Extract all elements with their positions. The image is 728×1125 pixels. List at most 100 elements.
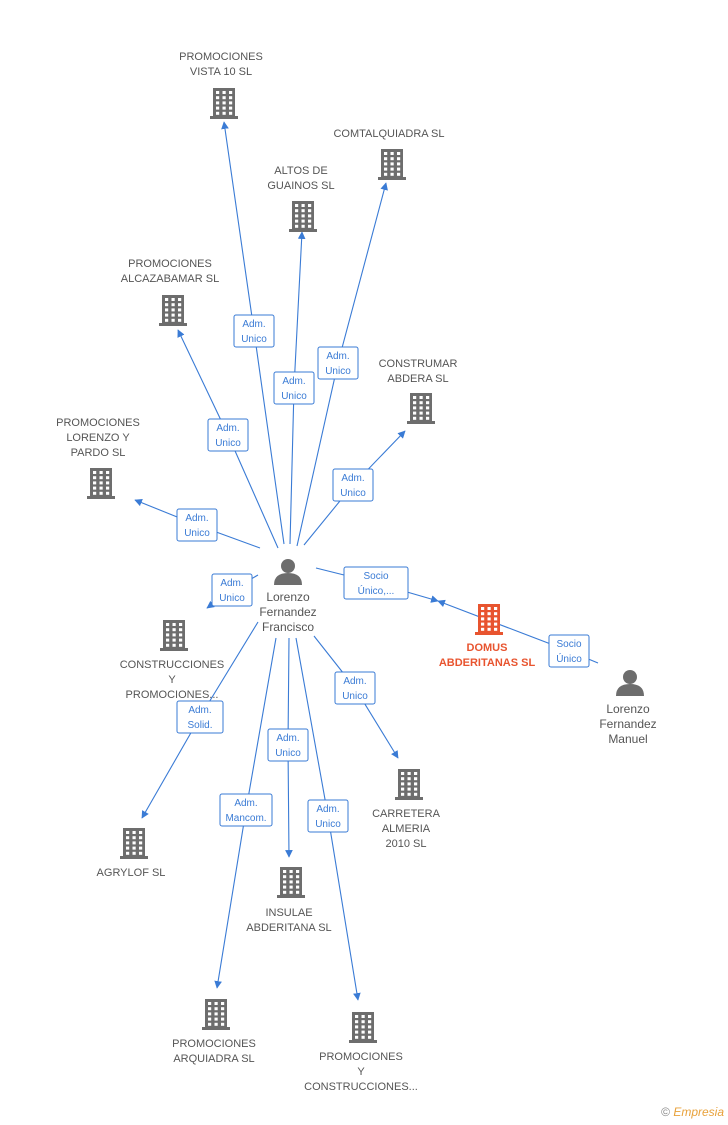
edge-label-lff-comtal[interactable]: Adm.Unico — [317, 346, 359, 380]
edge-label-box — [317, 346, 359, 380]
copyright-icon: © — [661, 1105, 670, 1119]
company-name: INSULAE — [265, 907, 312, 919]
edge-label-text: Unico — [315, 819, 341, 830]
person-icon — [274, 559, 302, 585]
edge-label-text: Unico — [215, 438, 241, 449]
building-icon — [475, 604, 503, 635]
company-name: ALTOS DE — [274, 165, 327, 177]
edge-label-text: Adm. — [220, 578, 243, 589]
edge-label-box — [273, 371, 315, 405]
edge-label-lff-altos[interactable]: Adm. Unico — [273, 371, 315, 405]
company-name: PROMOCIONES — [179, 51, 263, 63]
company-node-agrylof[interactable]: AGRYLOF SL — [97, 828, 166, 879]
edge-label-box — [176, 508, 218, 542]
edge-label-text: Adm. — [341, 473, 364, 484]
edge-label-text: Unico — [275, 748, 301, 759]
edge-label-text: Unico — [325, 366, 351, 377]
edge-label-box — [343, 566, 409, 600]
company-node-altos[interactable]: ALTOS DE GUAINOS SL — [267, 165, 335, 232]
edge-label-lff-insulae[interactable]: Adm. Unico — [267, 728, 309, 762]
building-icon — [159, 295, 187, 326]
company-name: PROMOCIONES — [56, 417, 140, 429]
company-name: COMTALQUIADRA SL — [333, 128, 444, 140]
edge-label-text: Unico — [184, 528, 210, 539]
edge-label-box — [307, 799, 349, 833]
company-name: ABDERA SL — [387, 373, 448, 385]
building-icon — [289, 201, 317, 232]
edge-label-lff-vista10[interactable]: Adm. Unico — [233, 314, 275, 348]
brand-logo[interactable]: Empresia — [673, 1105, 724, 1119]
company-name: DOMUS — [467, 642, 508, 654]
company-name: Y — [168, 674, 176, 686]
person-name: Fernandez — [599, 717, 656, 731]
company-node-construcprom[interactable]: CONSTRUCCIONESYPROMOCIONES... — [120, 620, 225, 701]
company-name: ABDERITANA SL — [246, 922, 331, 934]
company-name: PARDO SL — [71, 447, 126, 459]
company-node-promconst[interactable]: PROMOCIONESYCONSTRUCCIONES... — [304, 1012, 418, 1093]
company-name: GUAINOS SL — [267, 180, 334, 192]
company-node-insulae[interactable]: INSULAE ABDERITANA SL — [246, 867, 332, 934]
edge-label-box — [176, 700, 224, 734]
person-name: Lorenzo — [606, 702, 650, 716]
edge-label-text: Unico — [342, 691, 368, 702]
person-name: Lorenzo — [266, 590, 310, 604]
edge-label-text: Adm. — [242, 319, 265, 330]
company-name: LORENZO Y — [66, 432, 130, 444]
edge-label-text: Adm. — [188, 705, 211, 716]
company-name: ALCAZABAMAR SL — [121, 273, 219, 285]
edge-label-box — [332, 468, 374, 502]
footer-credit: © Empresia — [661, 1105, 724, 1119]
edge-label-box — [334, 671, 376, 705]
building-icon — [407, 393, 435, 424]
company-name: CONSTRUCCIONES — [120, 659, 225, 671]
company-name: PROMOCIONES — [319, 1051, 403, 1063]
edge-label-box — [233, 314, 275, 348]
edge-label-box — [211, 573, 253, 607]
company-name: CARRETERA — [372, 808, 441, 820]
edge-label-lff-construcprom[interactable]: Adm. Unico — [211, 573, 253, 607]
person-name: Manuel — [608, 732, 647, 746]
building-icon — [277, 867, 305, 898]
edge-label-text: Unico — [219, 593, 245, 604]
edge-label-text: Unico — [340, 488, 366, 499]
company-node-lorenzopardo[interactable]: PROMOCIONES LORENZO Y PARDO SL — [56, 417, 140, 499]
person-name: Fernandez — [259, 605, 316, 619]
edge-label-lff-lorenzopardo[interactable]: Adm. Unico — [176, 508, 218, 542]
company-name: ARQUIADRA SL — [173, 1053, 254, 1065]
edge-label-text: Adm. — [276, 733, 299, 744]
company-node-carretera[interactable]: CARRETERA ALMERIA 2010 SL — [372, 769, 441, 850]
building-icon — [349, 1012, 377, 1043]
building-icon — [395, 769, 423, 800]
company-node-comtal[interactable]: COMTALQUIADRA SL — [333, 128, 445, 180]
edge-label-lff-agrylof[interactable]: Adm. Solid. — [176, 700, 224, 734]
edge-label-text: Adm. — [234, 798, 257, 809]
company-name: ALMERIA — [382, 823, 431, 835]
edge-label-lff-alcaza[interactable]: Adm.Unico — [207, 418, 249, 452]
edge-label-text: Unico — [241, 334, 267, 345]
edge-label-text: Único — [556, 652, 582, 665]
edge-label-text: Adm. — [282, 376, 305, 387]
edge-label-text: Adm. — [316, 804, 339, 815]
edge-label-box — [548, 634, 590, 668]
edge-label-lff-domus[interactable]: SocioÚnico,... — [343, 566, 409, 600]
edge-label-text: Unico — [281, 391, 307, 402]
building-icon — [87, 468, 115, 499]
edge-label-text: Solid. — [187, 720, 212, 731]
edge-label-lff-construmar[interactable]: Adm. Unico — [332, 468, 374, 502]
edge-label-text: Adm. — [185, 513, 208, 524]
edge-label-lff-promconst[interactable]: Adm. Unico — [307, 799, 349, 833]
edge-label-lff-arquiadra[interactable]: Adm.Mancom. — [219, 793, 273, 827]
edge-label-box — [207, 418, 249, 452]
company-name: 2010 SL — [386, 838, 427, 850]
edge-label-lff-carretera[interactable]: Adm.Unico — [334, 671, 376, 705]
edge-label-text: Socio — [556, 639, 581, 650]
